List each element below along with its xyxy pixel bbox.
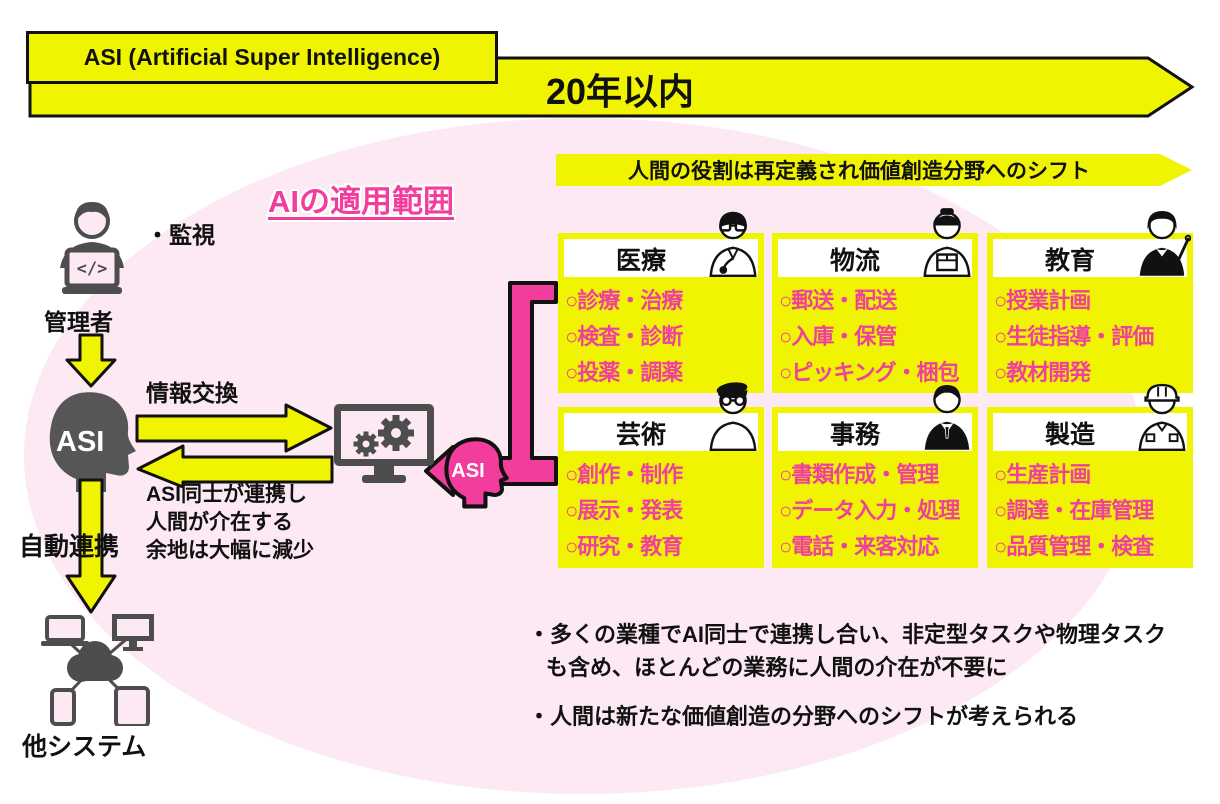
- summary-note-line1: ・多くの業種でAI同士で連携し合い、非定型タスクや物理タスク: [528, 622, 1167, 647]
- down-arrow-admin-to-asi: [65, 333, 117, 388]
- category-item: ○データ入力・処理: [779, 498, 960, 523]
- artist-icon: [709, 382, 757, 451]
- categories-to-asi-connector: ASI: [424, 281, 558, 509]
- asi-small-head-label: ASI: [451, 460, 484, 482]
- category-item: ○展示・発表: [565, 498, 683, 523]
- other-systems-icon: [41, 614, 154, 726]
- category-item: ○入庫・保管: [779, 324, 897, 349]
- category-item: ○検査・診断: [565, 324, 683, 349]
- ai-system-monitor-icon: [334, 404, 434, 483]
- category-item: ○創作・制作: [565, 462, 683, 487]
- category-item: ○電話・来客対応: [779, 534, 939, 559]
- factory-worker-icon: [1138, 383, 1186, 451]
- category-title: 製造: [1044, 421, 1095, 449]
- asi-title-box: ASI (Artificial Super Intelligence): [26, 31, 498, 84]
- category-title: 事務: [829, 421, 880, 449]
- category-title: 芸術: [615, 421, 666, 449]
- category-box-art: 芸術 ○創作・制作 ○展示・発表 ○研究・教育: [558, 382, 764, 568]
- courier-icon: [923, 208, 971, 277]
- human-role-banner-label: 人間の役割は再定義され価値創造分野へのシフト: [628, 159, 1090, 183]
- category-box-office: 事務 ○書類作成・管理 ○データ入力・処理 ○電話・来客対応: [772, 385, 978, 568]
- human-role-banner: [556, 154, 1192, 186]
- info-exchange-arrows: [135, 403, 334, 489]
- category-items: ○郵送・配送 ○入庫・保管 ○ピッキング・梱包: [779, 283, 976, 391]
- summary-note-line3: ・人間は新たな価値創造の分野へのシフトが考えられる: [528, 704, 1079, 729]
- category-item: ○郵送・配送: [779, 288, 897, 313]
- category-item: ○授業計画: [994, 288, 1091, 313]
- other-systems-label: 他システム: [22, 733, 147, 761]
- doctor-icon: [709, 211, 757, 277]
- category-title: 物流: [829, 247, 880, 275]
- collaboration-note-line3: 余地は大幅に減少: [146, 539, 314, 562]
- category-item: ○生産計画: [994, 462, 1091, 487]
- collaboration-note-line2: 人間が介在する: [146, 511, 293, 534]
- info-exchange-label: 情報交換: [146, 380, 238, 406]
- category-item: ○診療・治療: [565, 288, 683, 313]
- category-title: 教育: [1044, 247, 1095, 275]
- category-box-medical: 医療 ○診療・治療 ○検査・診断 ○投薬・調薬: [558, 211, 764, 393]
- timeline-label: 20年以内: [545, 71, 695, 112]
- monitoring-note: ・監視: [146, 222, 215, 248]
- asi-small-head-icon: ASI: [444, 437, 509, 509]
- category-item: ○品質管理・検査: [994, 534, 1154, 559]
- asi-head-icon: ASI: [49, 392, 136, 492]
- category-item: ○教材開発: [994, 360, 1091, 385]
- office-worker-icon: [924, 385, 970, 450]
- collaboration-note-line1: ASI同士が連携し: [146, 483, 308, 506]
- category-items: ○書類作成・管理 ○データ入力・処理 ○電話・来客対応: [779, 457, 976, 565]
- svg-text:</>: </>: [77, 259, 108, 279]
- category-item: ○生徒指導・評価: [994, 324, 1154, 349]
- category-item: ○調達・在庫管理: [994, 498, 1154, 523]
- administrator-icon: </>: [60, 202, 124, 294]
- category-item: ○研究・教育: [565, 534, 683, 559]
- asi-title-label: ASI (Artificial Super Intelligence): [83, 44, 441, 70]
- down-arrow-asi-to-systems: [65, 478, 117, 614]
- teacher-icon: [1139, 211, 1191, 276]
- category-box-logistics: 物流 ○郵送・配送 ○入庫・保管 ○ピッキング・梱包: [772, 208, 978, 393]
- auto-link-label: 自動連携: [19, 533, 120, 561]
- ai-scope-title: AIの適用範囲: [268, 184, 454, 219]
- administrator-label: 管理者: [44, 309, 113, 335]
- gear-icon: [353, 415, 414, 457]
- category-items: ○創作・制作 ○展示・発表 ○研究・教育: [565, 457, 762, 565]
- category-items: ○生産計画 ○調達・在庫管理 ○品質管理・検査: [994, 457, 1191, 565]
- category-item: ○ピッキング・梱包: [779, 360, 960, 385]
- category-box-manufacturing: 製造 ○生産計画 ○調達・在庫管理 ○品質管理・検査: [987, 383, 1193, 568]
- collaboration-note: ASI同士が連携し 人間が介在する 余地は大幅に減少: [146, 481, 314, 565]
- summary-note-line2: も含め、ほとんどの業務に人間の介在が不要に: [546, 655, 1008, 680]
- category-item: ○投薬・調薬: [565, 360, 683, 385]
- category-items: ○診療・治療 ○検査・診断 ○投薬・調薬: [565, 283, 762, 391]
- category-title: 医療: [615, 247, 666, 275]
- category-items: ○授業計画 ○生徒指導・評価 ○教材開発: [994, 283, 1191, 391]
- asi-head-label: ASI: [56, 426, 104, 458]
- category-box-education: 教育 ○授業計画 ○生徒指導・評価 ○教材開発: [987, 211, 1193, 393]
- category-item: ○書類作成・管理: [779, 462, 939, 487]
